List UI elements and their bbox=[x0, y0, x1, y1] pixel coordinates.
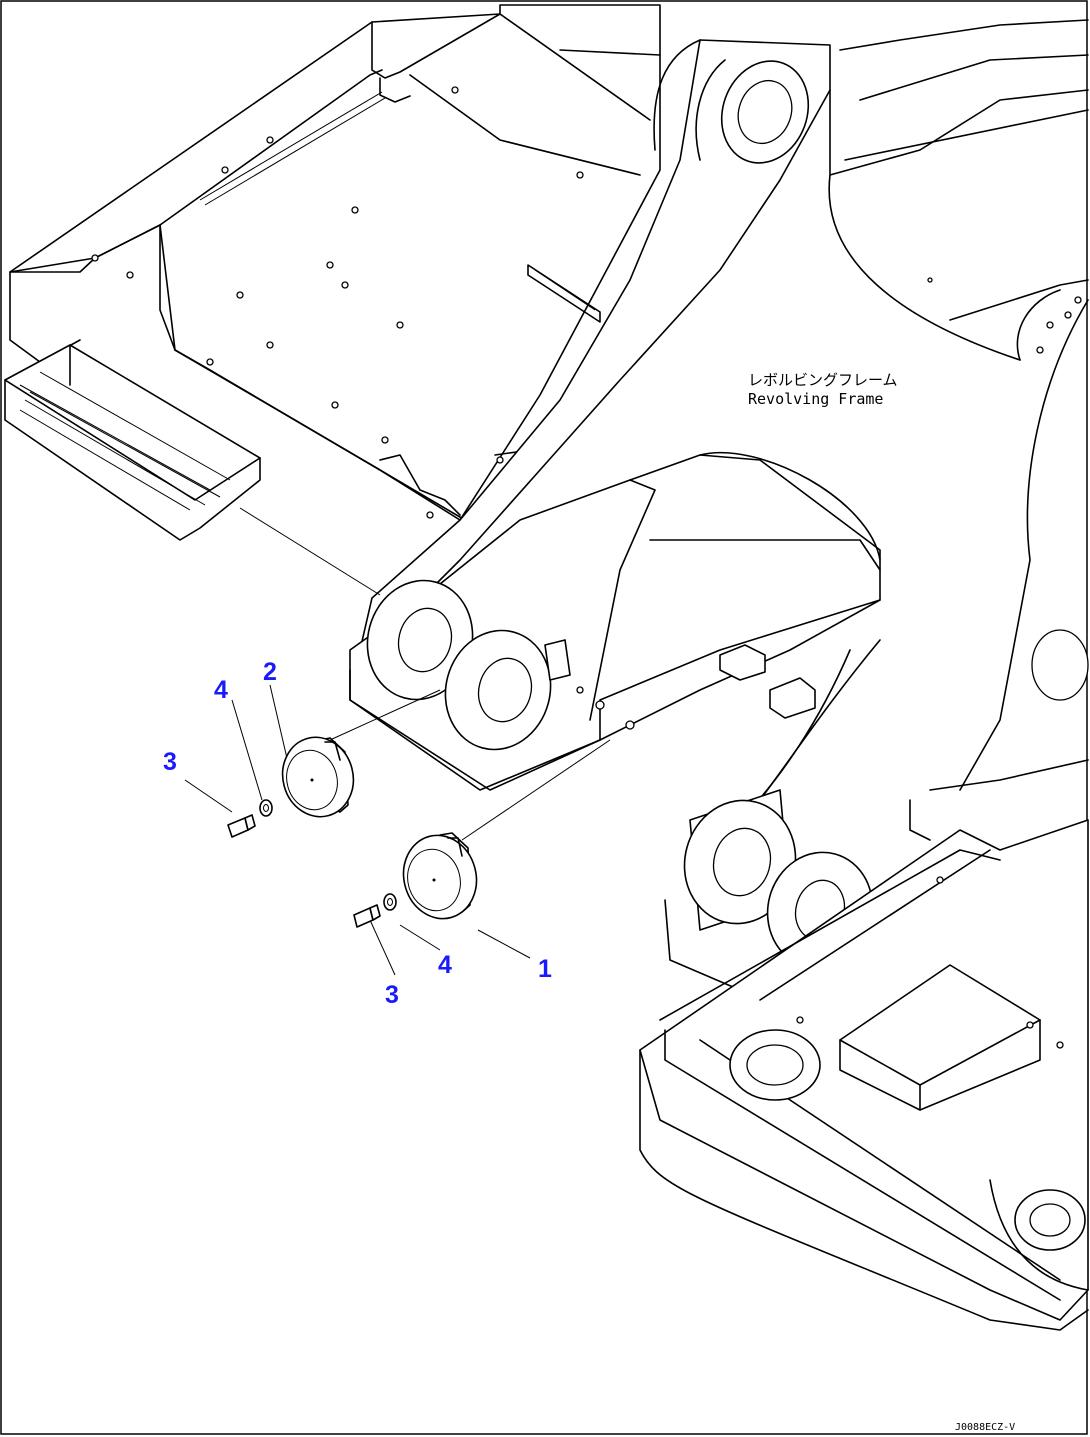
callout-4a[interactable]: 4 bbox=[214, 676, 228, 704]
washer-4-upper bbox=[259, 799, 273, 817]
washer-4-lower bbox=[383, 893, 397, 911]
frame-label: レボルビングフレーム Revolving Frame bbox=[748, 371, 898, 408]
leader-lines bbox=[184, 507, 611, 976]
bolt-3-lower bbox=[353, 904, 381, 928]
callout-4b[interactable]: 4 bbox=[438, 951, 452, 979]
part-1-horn bbox=[402, 832, 478, 920]
callout-1[interactable]: 1 bbox=[538, 955, 552, 983]
callouts: 2 4 3 4 1 3 bbox=[163, 658, 552, 1009]
callout-3a[interactable]: 3 bbox=[163, 748, 177, 776]
deck-bolt-holes bbox=[91, 86, 584, 519]
lower-right-frame bbox=[639, 759, 1089, 1331]
frame-label-japanese: レボルビングフレーム bbox=[748, 371, 898, 389]
bolt-3-upper bbox=[227, 814, 256, 838]
upper-deck bbox=[9, 4, 661, 531]
reference-code: J0088ECZ-V bbox=[955, 1422, 1015, 1433]
frame-label-english: Revolving Frame bbox=[748, 390, 883, 408]
callout-3b[interactable]: 3 bbox=[385, 981, 399, 1009]
step-plate bbox=[4, 344, 261, 541]
revolving-frame bbox=[359, 19, 1089, 791]
boom-foot-bracket bbox=[349, 451, 881, 991]
part-2-horn bbox=[281, 736, 355, 818]
callout-2[interactable]: 2 bbox=[263, 658, 277, 686]
